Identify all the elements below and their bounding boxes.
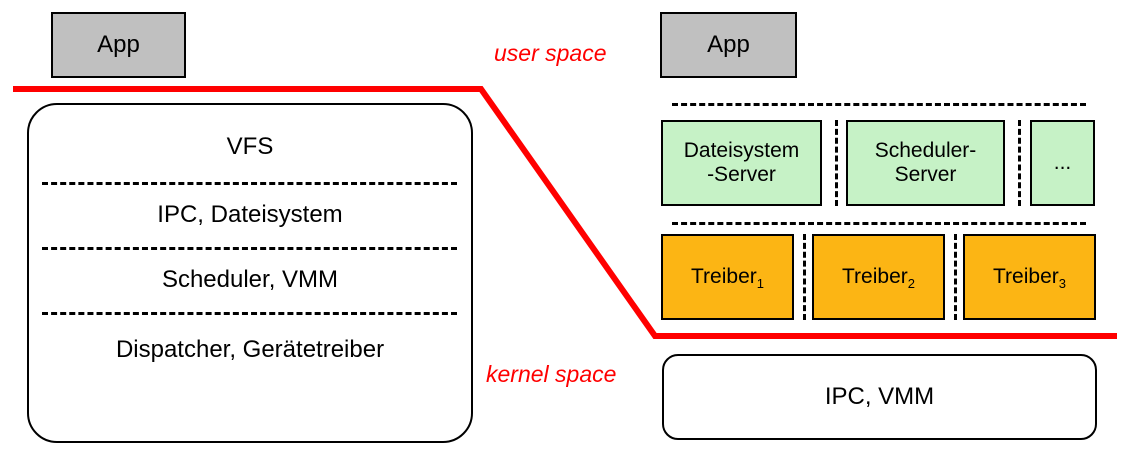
- microkernel-driver-divider-1: [803, 234, 806, 320]
- monolithic-separator-3: [42, 312, 457, 315]
- microkernel-driver-divider-2: [954, 234, 957, 320]
- microkernel-core-label: IPC, VMM: [824, 382, 935, 410]
- server-label-line1: ...: [1053, 151, 1072, 175]
- server-label-line2: Server: [894, 163, 957, 186]
- driver-name: Treiber: [993, 265, 1059, 289]
- monolithic-separator-2: [42, 247, 457, 250]
- monolithic-layer-label: IPC, Dateisystem: [157, 200, 343, 228]
- microkernel-server-divider-2: [1018, 120, 1021, 206]
- driver-index: 2: [907, 275, 915, 291]
- monolithic-layer-ipc-dateisystem: IPC, Dateisystem: [27, 186, 473, 244]
- microkernel-app-label: App: [707, 30, 750, 58]
- microkernel-separator-middle: [672, 222, 1086, 225]
- monolithic-layer-label: Scheduler, VMM: [161, 265, 339, 293]
- driver-label: Treiber3: [993, 265, 1066, 291]
- microkernel-core-box: IPC, VMM: [662, 354, 1097, 440]
- monolithic-app-box: App: [51, 12, 186, 78]
- monolithic-layer-dispatcher-geraetetreiber: Dispatcher, Gerätetreiber: [27, 316, 473, 384]
- monolithic-layer-label: VFS: [226, 132, 274, 160]
- microkernel-server-divider-1: [835, 120, 838, 206]
- microkernel-driver-2: Treiber2: [812, 234, 945, 320]
- microkernel-separator-top: [672, 103, 1086, 106]
- server-label-line1: Dateisystem: [683, 139, 800, 163]
- monolithic-layer-scheduler-vmm: Scheduler, VMM: [27, 251, 473, 309]
- driver-label: Treiber1: [691, 265, 764, 291]
- microkernel-server-more: ...: [1030, 120, 1095, 206]
- monolithic-separator-1: [42, 182, 457, 185]
- kernel-space-label: kernel space: [486, 361, 617, 387]
- monolithic-layer-label: Dispatcher, Gerätetreiber: [115, 335, 385, 363]
- microkernel-app-box: App: [660, 12, 797, 78]
- driver-name: Treiber: [691, 265, 757, 289]
- user-space-label: user space: [494, 40, 607, 66]
- monolithic-layer-vfs: VFS: [27, 117, 473, 177]
- monolithic-app-label: App: [97, 30, 140, 58]
- microkernel-driver-1: Treiber1: [661, 234, 794, 320]
- microkernel-server-scheduler: Scheduler- Server: [846, 120, 1005, 206]
- microkernel-driver-3: Treiber3: [963, 234, 1096, 320]
- server-label-line1: Scheduler-: [874, 139, 977, 163]
- driver-label: Treiber2: [842, 265, 915, 291]
- server-label-line2: -Server: [707, 163, 776, 186]
- microkernel-server-dateisystem: Dateisystem -Server: [661, 120, 822, 206]
- driver-index: 3: [1058, 275, 1066, 291]
- driver-index: 1: [756, 275, 764, 291]
- driver-name: Treiber: [842, 265, 908, 289]
